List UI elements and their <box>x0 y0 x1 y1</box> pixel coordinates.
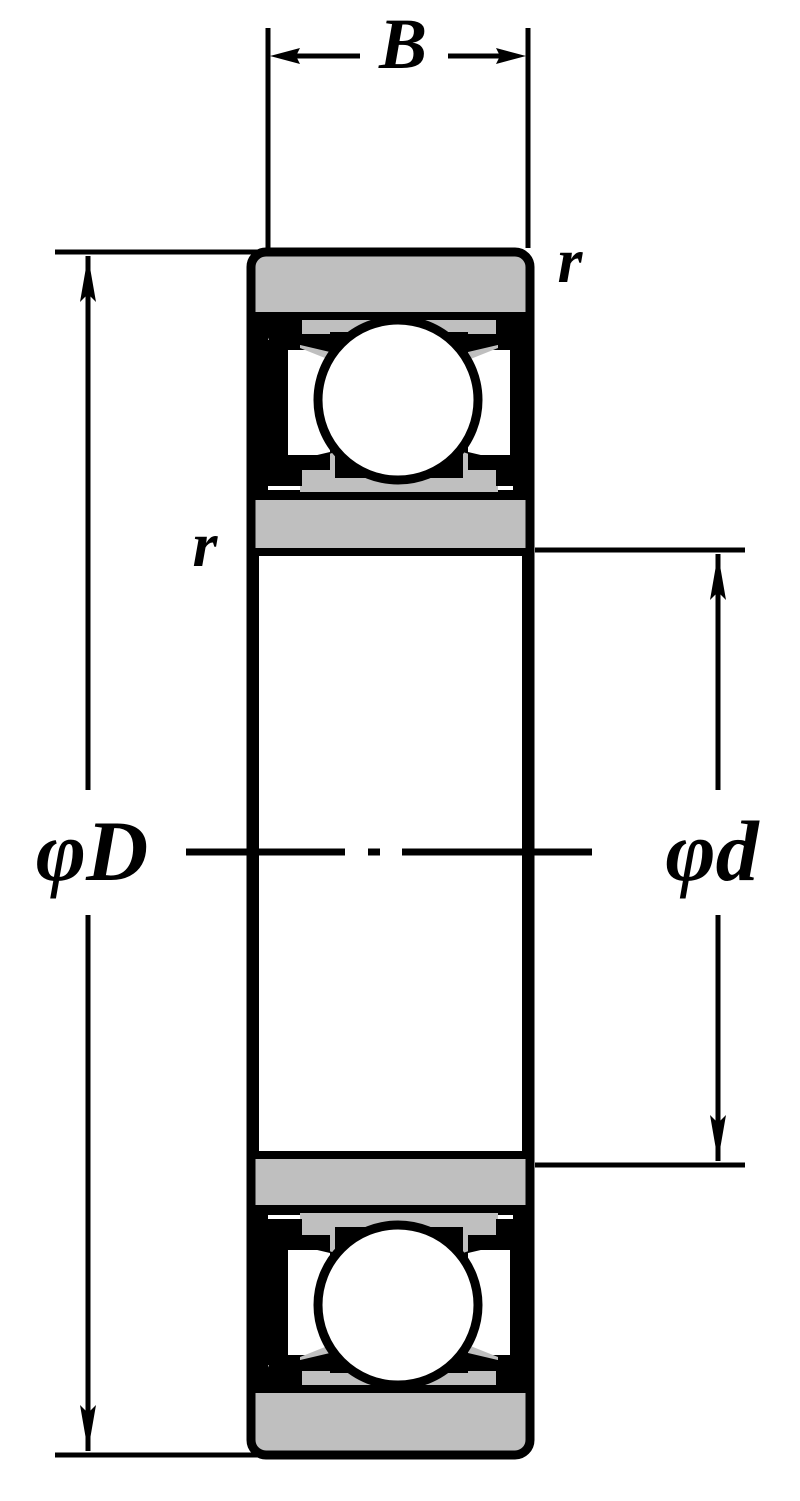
top-ball <box>313 315 483 485</box>
bottom-left-shield-arm <box>262 1353 330 1387</box>
top-lower-gray-strip <box>300 478 498 492</box>
dimension-label-phi-d-outer: φD <box>36 803 148 899</box>
bottom-ball <box>313 1220 483 1390</box>
bottom-lower-gray-strip <box>300 1213 498 1227</box>
top-bearing-assembly <box>251 312 530 500</box>
top-right-shield-arm-lower <box>468 452 530 486</box>
b-left-arrow <box>270 48 360 64</box>
dimension-phi-d-outer: φD <box>36 249 258 1458</box>
dimension-label-phi-d-inner: φd <box>665 803 760 899</box>
b-right-arrow <box>448 48 526 64</box>
phiD-top-arrowhead <box>80 256 96 302</box>
dimension-phi-d-inner: φd <box>535 547 761 1168</box>
dimension-label-b: B <box>378 4 427 84</box>
bottom-bearing-assembly <box>251 1205 530 1393</box>
bottom-right-shield-arm-lower <box>468 1219 530 1253</box>
top-right-shield-arm <box>468 318 530 352</box>
corner-radius-label-outer: r <box>558 225 584 296</box>
bottom-left-shield-arm-lower <box>262 1219 330 1253</box>
dimension-b: B <box>265 4 531 258</box>
phid-bottom-arrowhead <box>710 1115 726 1161</box>
corner-radius-label-inner: r <box>193 509 219 580</box>
bottom-right-shield-arm <box>468 1353 530 1387</box>
phiD-bottom-arrowhead <box>80 1405 96 1451</box>
bearing-body <box>246 247 535 1460</box>
top-left-shield-arm <box>262 318 330 352</box>
top-left-shield-arm-lower <box>262 452 330 486</box>
phid-top-arrowhead <box>710 554 726 600</box>
